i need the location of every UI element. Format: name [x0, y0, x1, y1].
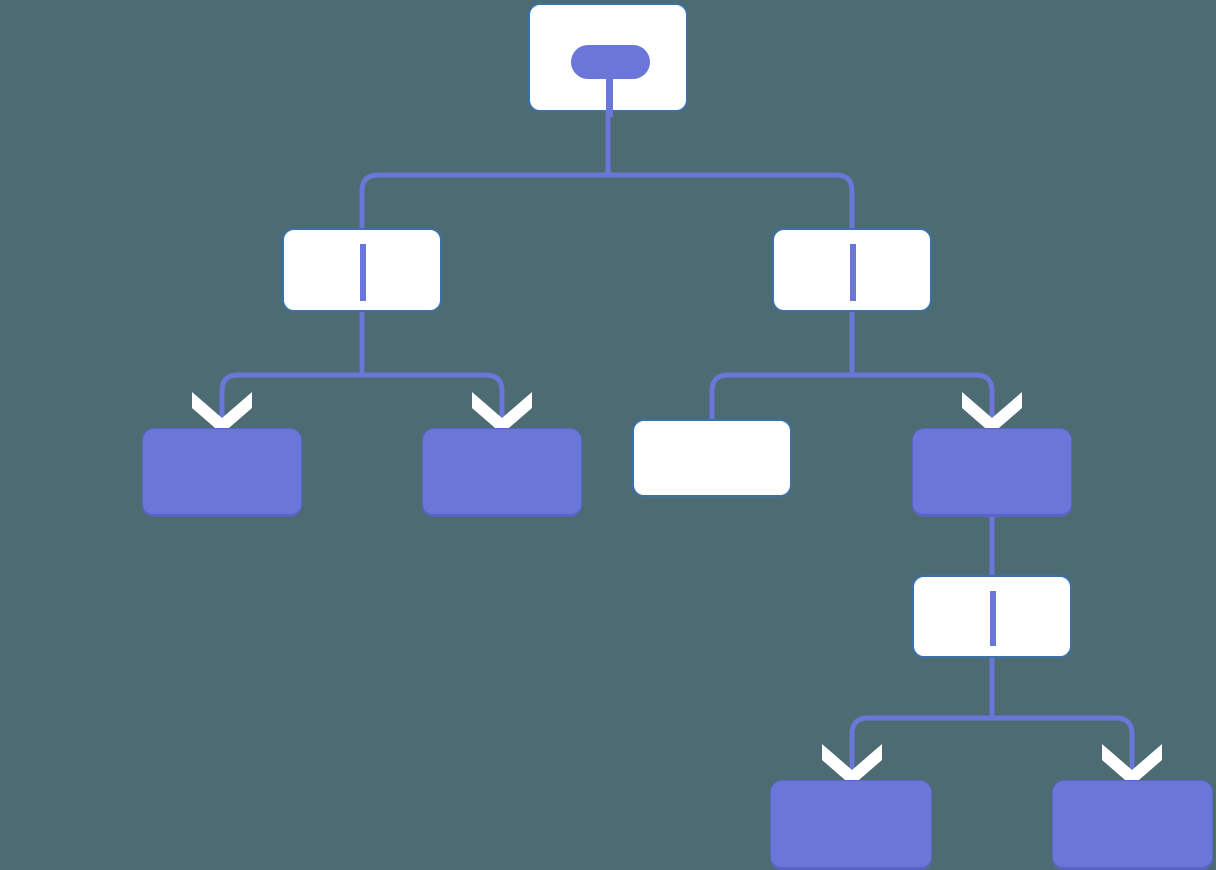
node-l2-left[interactable]: [282, 228, 442, 312]
edge-l2-right-to-l3-c: [709, 372, 852, 419]
root-stem-marker: [606, 75, 613, 117]
edge-l4-to-l5-right: [992, 715, 1135, 782]
node-bar-marker: [360, 244, 366, 301]
node-l4[interactable]: [912, 575, 1072, 658]
edge-l4-to-l5-left: [849, 715, 992, 782]
node-root[interactable]: [528, 3, 688, 117]
node-bar-marker: [990, 591, 996, 646]
node-bar-marker: [850, 244, 856, 301]
node-l3-b[interactable]: [422, 428, 582, 517]
edge-l2-right-to-l3-d: [852, 372, 995, 430]
node-l3-d[interactable]: [912, 428, 1072, 517]
node-l3-c[interactable]: [632, 419, 792, 497]
node-l2-right[interactable]: [772, 228, 932, 312]
edge-root-to-l2-left: [359, 172, 608, 228]
edge-l2-left-to-l3-b: [362, 372, 505, 430]
root-pill-marker: [571, 45, 650, 79]
edge-root-to-l2-right: [608, 172, 855, 228]
node-l5-right[interactable]: [1052, 780, 1213, 870]
node-l3-a[interactable]: [142, 428, 302, 517]
edge-l2-left-to-l3-a: [219, 372, 362, 430]
node-l5-left[interactable]: [770, 780, 932, 870]
